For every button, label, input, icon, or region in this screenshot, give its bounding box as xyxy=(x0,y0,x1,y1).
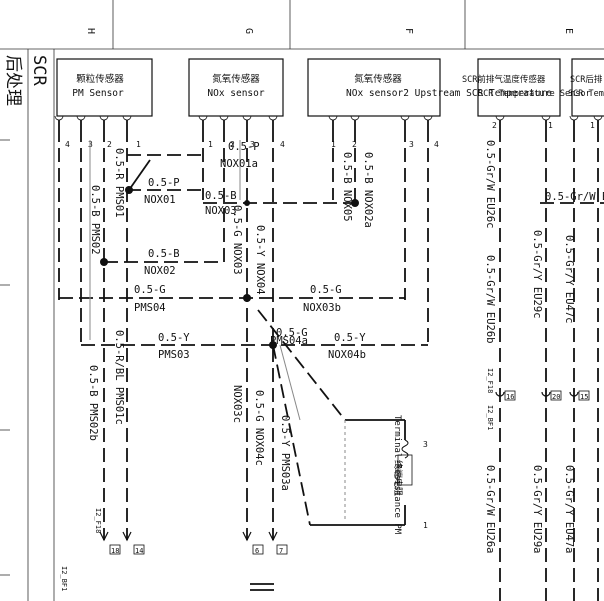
splice-labels: I2_F18 I2_BF1 I2_F18 I2_BF1 xyxy=(60,368,494,591)
bottom-pin-number: 16 xyxy=(506,393,514,401)
splice-dots xyxy=(100,186,359,349)
wire-labels: 0.5-P NOX01 0.5-P NOX01a 0.5-B NOX02 0.5… xyxy=(134,141,604,361)
wire-code: NOX03 xyxy=(205,205,237,217)
wire-label: 0.5-G NOX03 xyxy=(231,205,243,275)
pin-number: 1 xyxy=(423,521,428,530)
wire-label: 0.5-B PMS02b xyxy=(87,365,99,441)
wire-label: 0.5-B PMS02 xyxy=(89,185,101,255)
wire-size: 0.5-Gr/W EU26d xyxy=(545,191,604,203)
pin-number: 2 xyxy=(492,121,497,130)
terminal-label-en: Terminal Resistance PM xyxy=(392,415,402,535)
splice-label: I2_F18 xyxy=(486,368,494,393)
connector-scr-temp-sensor: SCR前排气温度传感器 SCR Temperature Sensor 2 1 xyxy=(462,58,591,130)
pin-number: 1 xyxy=(136,140,141,149)
pin-number: 4 xyxy=(65,140,70,149)
connector-title-en: NOx sensor xyxy=(207,88,264,99)
wire-code: NOX03b xyxy=(303,302,341,314)
wire-label: 0.5-Gr/W EU26b xyxy=(484,255,496,344)
connector-title-cn: 颗粒传感器 xyxy=(76,73,124,85)
connector-title-en: SCR Temperature Sensor xyxy=(478,89,591,99)
pin-number: 3 xyxy=(423,440,428,449)
pin-number: 1 xyxy=(548,121,553,130)
wire-code: NOX02 xyxy=(144,265,176,277)
pin-number: 2 xyxy=(107,140,112,149)
wire-label: 0.5-Gr/Y EU29a xyxy=(531,465,543,554)
splice-label: I2_BF1 xyxy=(486,405,494,430)
bottom-pin-number: 18 xyxy=(111,547,119,555)
wire-label: 0.5-G NOX04c xyxy=(253,390,265,466)
pin-number: 1 xyxy=(590,121,595,130)
zone-label: H xyxy=(85,28,96,34)
bottom-pin-number: 14 xyxy=(135,547,143,555)
arrow-heads xyxy=(99,391,579,591)
wire-size: 0.5-G xyxy=(310,284,342,296)
side-label-scr: SCR xyxy=(29,55,49,86)
wire-label: 0.5-Y PMS03a xyxy=(279,415,291,491)
wire-label: 0.5-Gr/W EU26c xyxy=(484,140,496,229)
splice-label: I2_F18 xyxy=(94,508,102,533)
wire-size: 0.5-P xyxy=(148,177,180,189)
wire-label: 0.5-Gr/Y EU47a xyxy=(563,465,575,554)
wire-code: NOX01 xyxy=(144,194,176,206)
wire-label: 0.5-Gr/Y EU29c xyxy=(531,230,543,319)
pin-number: 4 xyxy=(280,140,285,149)
zone-label: G xyxy=(243,28,254,34)
vertical-wire-labels: 0.5-R PMS01 0.5-B PMS02 0.5-R/BL PMS01c … xyxy=(87,140,575,554)
connector-title-cn: SCR前排气温度传感器 xyxy=(462,74,546,85)
wire-code: NOX04b xyxy=(328,349,366,361)
wire-code: PMS04a xyxy=(270,335,308,347)
wire-size: 0.5-B xyxy=(205,190,237,202)
annotation-lines xyxy=(89,140,346,520)
terminal-resistance: 终端电阻 Terminal Resistance PM 3 1 xyxy=(392,415,428,535)
pin-number: 4 xyxy=(434,140,439,149)
connector-title-cn: SCR后排 xyxy=(570,74,603,85)
connector-title-en: PM Sensor xyxy=(72,88,124,99)
connector-title-en: NOx sensor2 Upstream SCR Temperature xyxy=(346,88,552,99)
pin-number: 3 xyxy=(250,140,255,149)
pin-number: 1 xyxy=(208,140,213,149)
bottom-pins: 18 14 6 7 16 20 15 xyxy=(109,390,590,555)
wire-code: PMS03 xyxy=(158,349,190,361)
connector-scr-after-temp: SCR后排 SCR Temp 1 xyxy=(568,58,604,130)
pin-number: 3 xyxy=(409,140,414,149)
wire-label: NOX03c xyxy=(231,385,243,423)
wire-label: 0.5-Gr/Y EU47c xyxy=(563,235,575,324)
connector-title-cn: 氮氧传感器 xyxy=(212,73,260,85)
pin-number: 1 xyxy=(331,140,336,149)
zone-label: E xyxy=(563,28,574,34)
wire-size: 0.5-G xyxy=(134,284,166,296)
wire-size: 0.5-G xyxy=(276,327,308,339)
wire-size: 0.5-P xyxy=(228,141,260,153)
splice-label: I2_BF1 xyxy=(60,566,68,591)
wire-label: 0.5-Gr/W EU26a xyxy=(484,465,496,554)
pin-sockets xyxy=(54,115,603,128)
bottom-pin-number: 6 xyxy=(255,547,259,555)
wire-code: NOX01a xyxy=(220,158,258,170)
zone-label: F xyxy=(403,28,414,34)
pin-number: 2 xyxy=(352,140,357,149)
wires xyxy=(58,128,604,601)
pin-number: 2 xyxy=(230,140,235,149)
zone-labels: H G F E xyxy=(85,28,574,34)
wire-size: 0.5-Y xyxy=(158,332,190,344)
side-label-cn: 后处理 xyxy=(3,55,23,106)
wire-size: 0.5-Y xyxy=(334,332,366,344)
wire-label: 0.5-Y NOX04 xyxy=(254,225,266,295)
wire-label: 0.5-B NOX05 xyxy=(341,152,353,222)
bottom-pin-number: 7 xyxy=(279,547,283,555)
connector-title-en: SCR Temp xyxy=(568,89,604,99)
connector-nox-sensor: 氮氧传感器 NOx sensor 1 2 3 4 xyxy=(188,58,285,149)
bottom-pin-number: 15 xyxy=(580,393,588,401)
wire-label: 0.5-R PMS01 xyxy=(113,148,125,218)
wire-code: PMS04 xyxy=(134,302,166,314)
bottom-pin-number: 20 xyxy=(552,393,560,401)
wire-label: 0.5-R/BL PMS01c xyxy=(113,330,125,425)
connector-title-cn: 氮氧传感器 xyxy=(354,73,402,85)
wire-size: 0.5-B xyxy=(148,248,180,260)
wire-label: 0.5-B NOX02a xyxy=(362,152,374,228)
terminal-label-cn: 终端电阻 xyxy=(392,460,404,496)
connector-nox-sensor2: 氮氧传感器 NOx sensor2 Upstream SCR Temperatu… xyxy=(307,58,552,149)
